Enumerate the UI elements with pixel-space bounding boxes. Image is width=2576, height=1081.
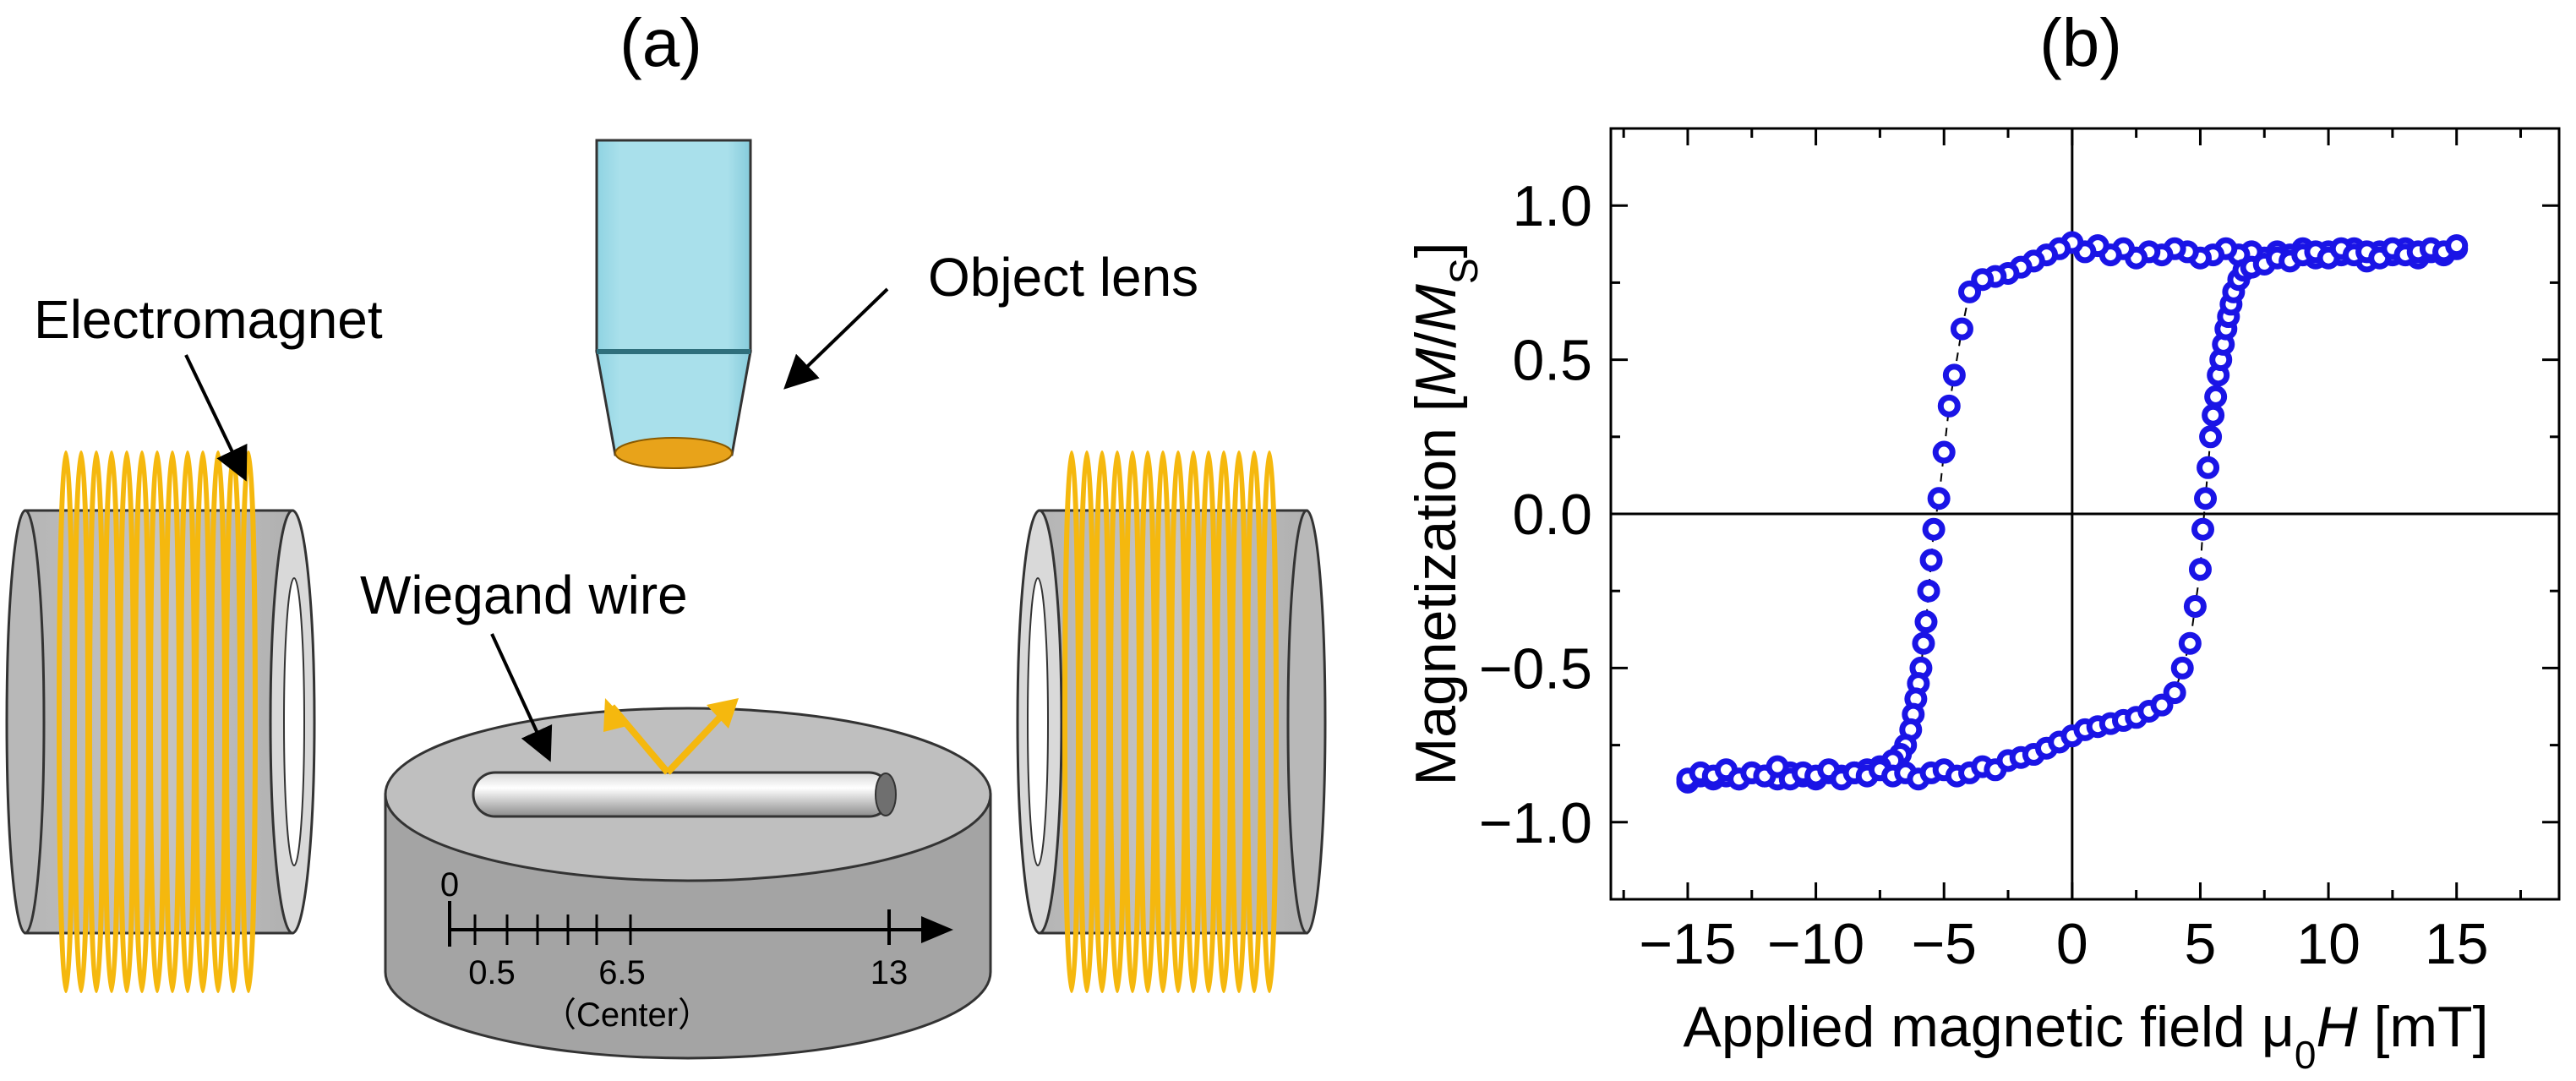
ruler-end-label: 13 (870, 954, 909, 991)
data-point (1927, 487, 1951, 510)
data-point (1971, 268, 1995, 292)
electromagnet-label: Electromagnet (34, 289, 383, 350)
data-point (1766, 755, 1789, 778)
y-tick-label: 1.0 (1512, 174, 1592, 238)
y-tick-label: 0.0 (1512, 483, 1592, 547)
data-point (2204, 385, 2228, 408)
y-tick-label: 0.5 (1512, 329, 1592, 393)
data-point (1922, 517, 1946, 541)
x-tick-label: −5 (1911, 912, 1977, 976)
data-point (2445, 234, 2469, 258)
x-tick-label: 10 (2296, 912, 2360, 976)
x-tick-label: 15 (2425, 912, 2489, 976)
data-point (2163, 681, 2186, 705)
data-point (2197, 456, 2220, 479)
y-tick-label: −0.5 (1479, 636, 1592, 701)
data-point (1958, 280, 1982, 303)
right-coil (1062, 450, 1279, 993)
ruler-center-label: （Center） (543, 996, 712, 1034)
panel-a-label: (a) (619, 5, 702, 80)
data-point (1919, 549, 1943, 572)
data-point (2199, 425, 2223, 449)
x-tick-label: 5 (2185, 912, 2217, 976)
ruler-half-label: 0.5 (468, 954, 516, 991)
ruler-zero-label: 0 (440, 866, 459, 904)
data-point (1950, 317, 1973, 341)
callouts: Electromagnet Object lens Wiegand wire (34, 247, 1198, 762)
object-lens (595, 139, 752, 469)
x-ticks: −15 −10 −5 0 5 10 15 (1622, 128, 2523, 976)
left-electromagnet (5, 450, 316, 993)
data-point (2170, 656, 2194, 680)
data-point (1912, 631, 1935, 655)
stage-ruler: 0 0.5 6.5 13 （Center） (440, 866, 953, 1034)
data-point (2150, 693, 2174, 717)
object-lens-label: Object lens (928, 247, 1198, 308)
data-point (1942, 363, 1966, 387)
panel-a: (a) (5, 5, 1327, 1060)
data-point (2202, 403, 2225, 427)
data-point (2188, 558, 2212, 581)
data-point (1932, 440, 1956, 464)
right-electromagnet (1016, 450, 1327, 993)
laser-beams (603, 698, 739, 775)
x-tick-label: −10 (1767, 912, 1864, 976)
x-tick-label: −15 (1639, 912, 1736, 976)
data-point (1914, 610, 1938, 634)
data-point (2183, 594, 2207, 618)
y-axis-title: Magnetization [M/MS] (1404, 243, 1486, 786)
data-point (2194, 487, 2218, 510)
y-tick-label: −1.0 (1479, 791, 1592, 855)
x-tick-label: 0 (2056, 912, 2088, 976)
wiegand-wire (472, 771, 897, 818)
data-points (1676, 231, 2469, 794)
wiegand-wire-label: Wiegand wire (360, 565, 688, 625)
panel-b: (b) −15 −10 −5 0 5 10 15 1.0 0.5 0.0 −0.5 −1.0 App… (1404, 5, 2561, 1077)
data-point (1937, 394, 1961, 418)
ruler-mid-label: 6.5 (598, 954, 646, 991)
x-axis-title: Applied magnetic field μ0H [mT] (1684, 995, 2489, 1077)
zero-lines (1611, 128, 2559, 899)
y-ticks: 1.0 0.5 0.0 −0.5 −1.0 (1479, 127, 2559, 901)
data-point (1917, 579, 1940, 603)
data-point (2178, 631, 2202, 655)
data-point (2191, 517, 2214, 541)
hysteresis-chart: −15 −10 −5 0 5 10 15 1.0 0.5 0.0 −0.5 −1.0 Applied… (1404, 127, 2561, 1077)
panel-b-label: (b) (2039, 5, 2122, 80)
